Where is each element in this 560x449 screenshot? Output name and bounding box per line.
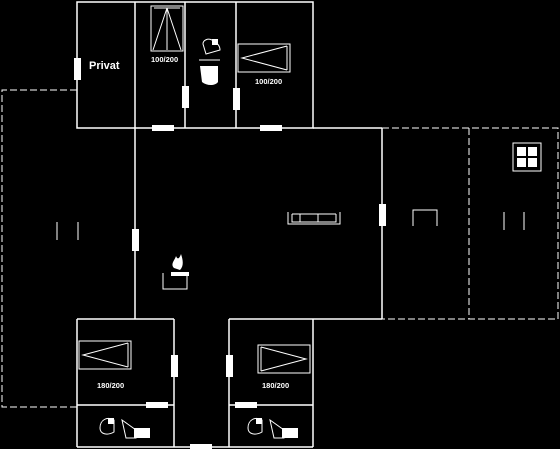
bed-bottom-right: [257, 344, 311, 374]
sofa-icon: [287, 212, 341, 225]
terrace-outlines: [1, 89, 559, 408]
sink-icon: [99, 417, 115, 435]
bed-size-label-right: 180/200: [262, 381, 289, 390]
chair-icon: [56, 222, 79, 240]
chair-icon-right: [503, 212, 525, 230]
room-label-private: Privat: [89, 60, 120, 72]
cooktop-icon: [512, 142, 542, 172]
bed-top-right: [237, 43, 291, 73]
toilet-icon: [199, 38, 221, 85]
bed-size-label-top-2: 100/200: [255, 77, 282, 86]
bed-size-label-left: 180/200: [97, 381, 124, 390]
bed-bottom-left: [78, 340, 132, 370]
toilet-icon-bottom-right: [269, 418, 298, 439]
toilet-icon-bottom-left: [121, 418, 150, 439]
structural-walls: [76, 1, 383, 448]
sink-icon-right: [247, 417, 263, 435]
bunk-bed-top: [150, 5, 184, 52]
table-icon: [412, 209, 438, 226]
bed-size-label-top-1: 100/200: [151, 55, 178, 64]
stove-icon: [162, 254, 189, 290]
door-openings: [74, 58, 386, 449]
